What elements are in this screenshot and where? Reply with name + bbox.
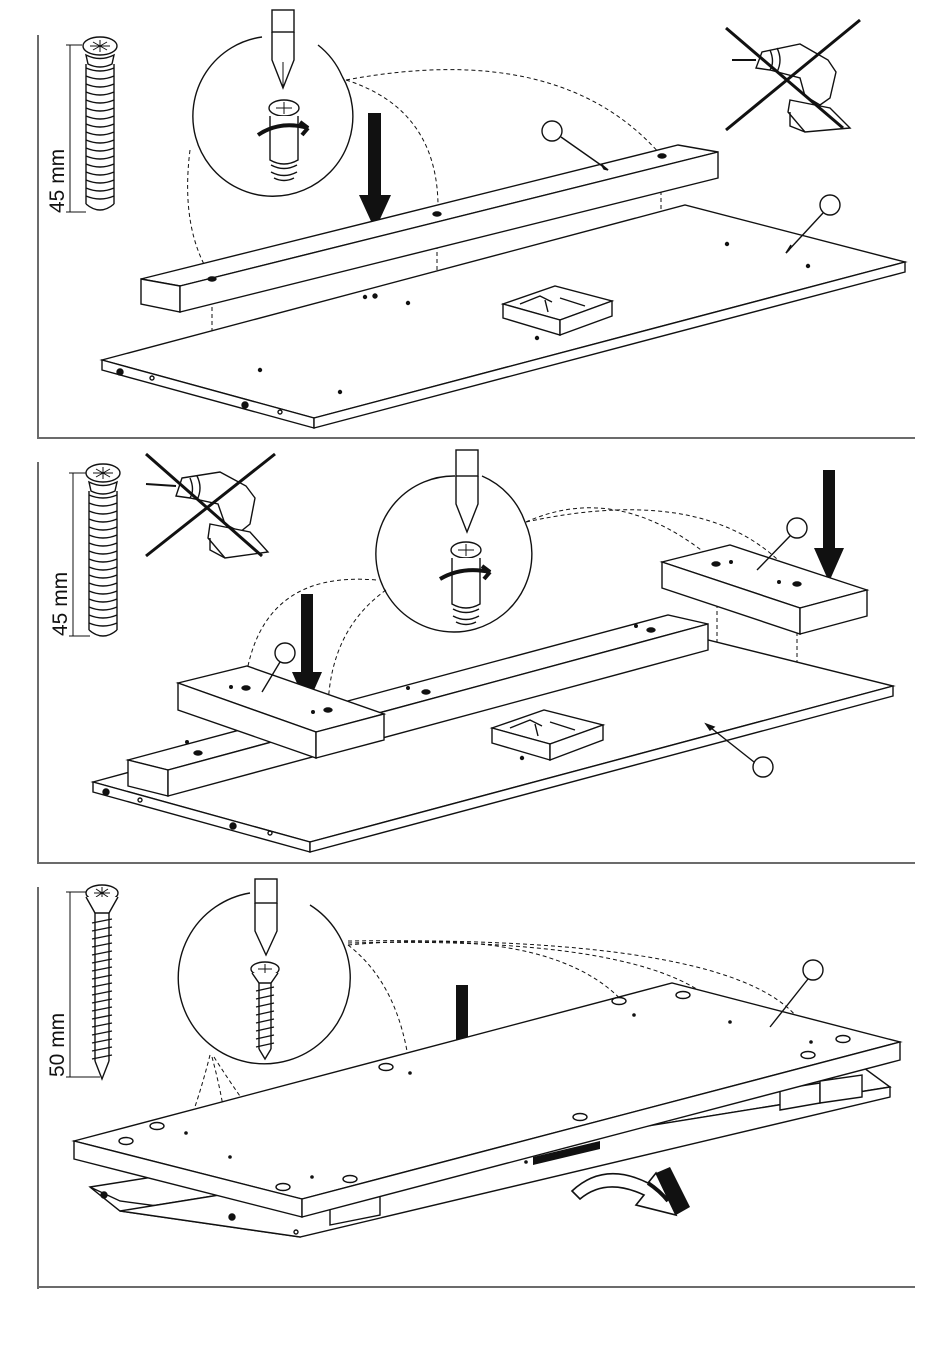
step-2-panel: 45 mm [0, 440, 950, 865]
screwdriver-detail-icon [376, 450, 532, 632]
step-3-illustration [0, 865, 950, 1353]
step-3-panel: 50 mm [0, 865, 950, 1353]
down-arrow-icon [359, 113, 391, 230]
flip-over-arrow-icon [572, 1167, 690, 1215]
step-1-illustration [0, 0, 950, 440]
cam-screw-icon [69, 464, 120, 636]
no-power-drill-icon [146, 454, 275, 558]
no-power-drill-icon [726, 20, 860, 132]
wood-screw-icon [66, 885, 118, 1079]
cam-screw-icon [66, 37, 117, 212]
screwdriver-detail-icon [178, 879, 350, 1064]
part-callout-1 [542, 121, 608, 170]
step-2-illustration [0, 440, 950, 865]
step-1-panel: 45 mm [0, 0, 950, 440]
down-arrow-icon-right [814, 470, 844, 582]
screwdriver-detail-icon [193, 10, 353, 196]
